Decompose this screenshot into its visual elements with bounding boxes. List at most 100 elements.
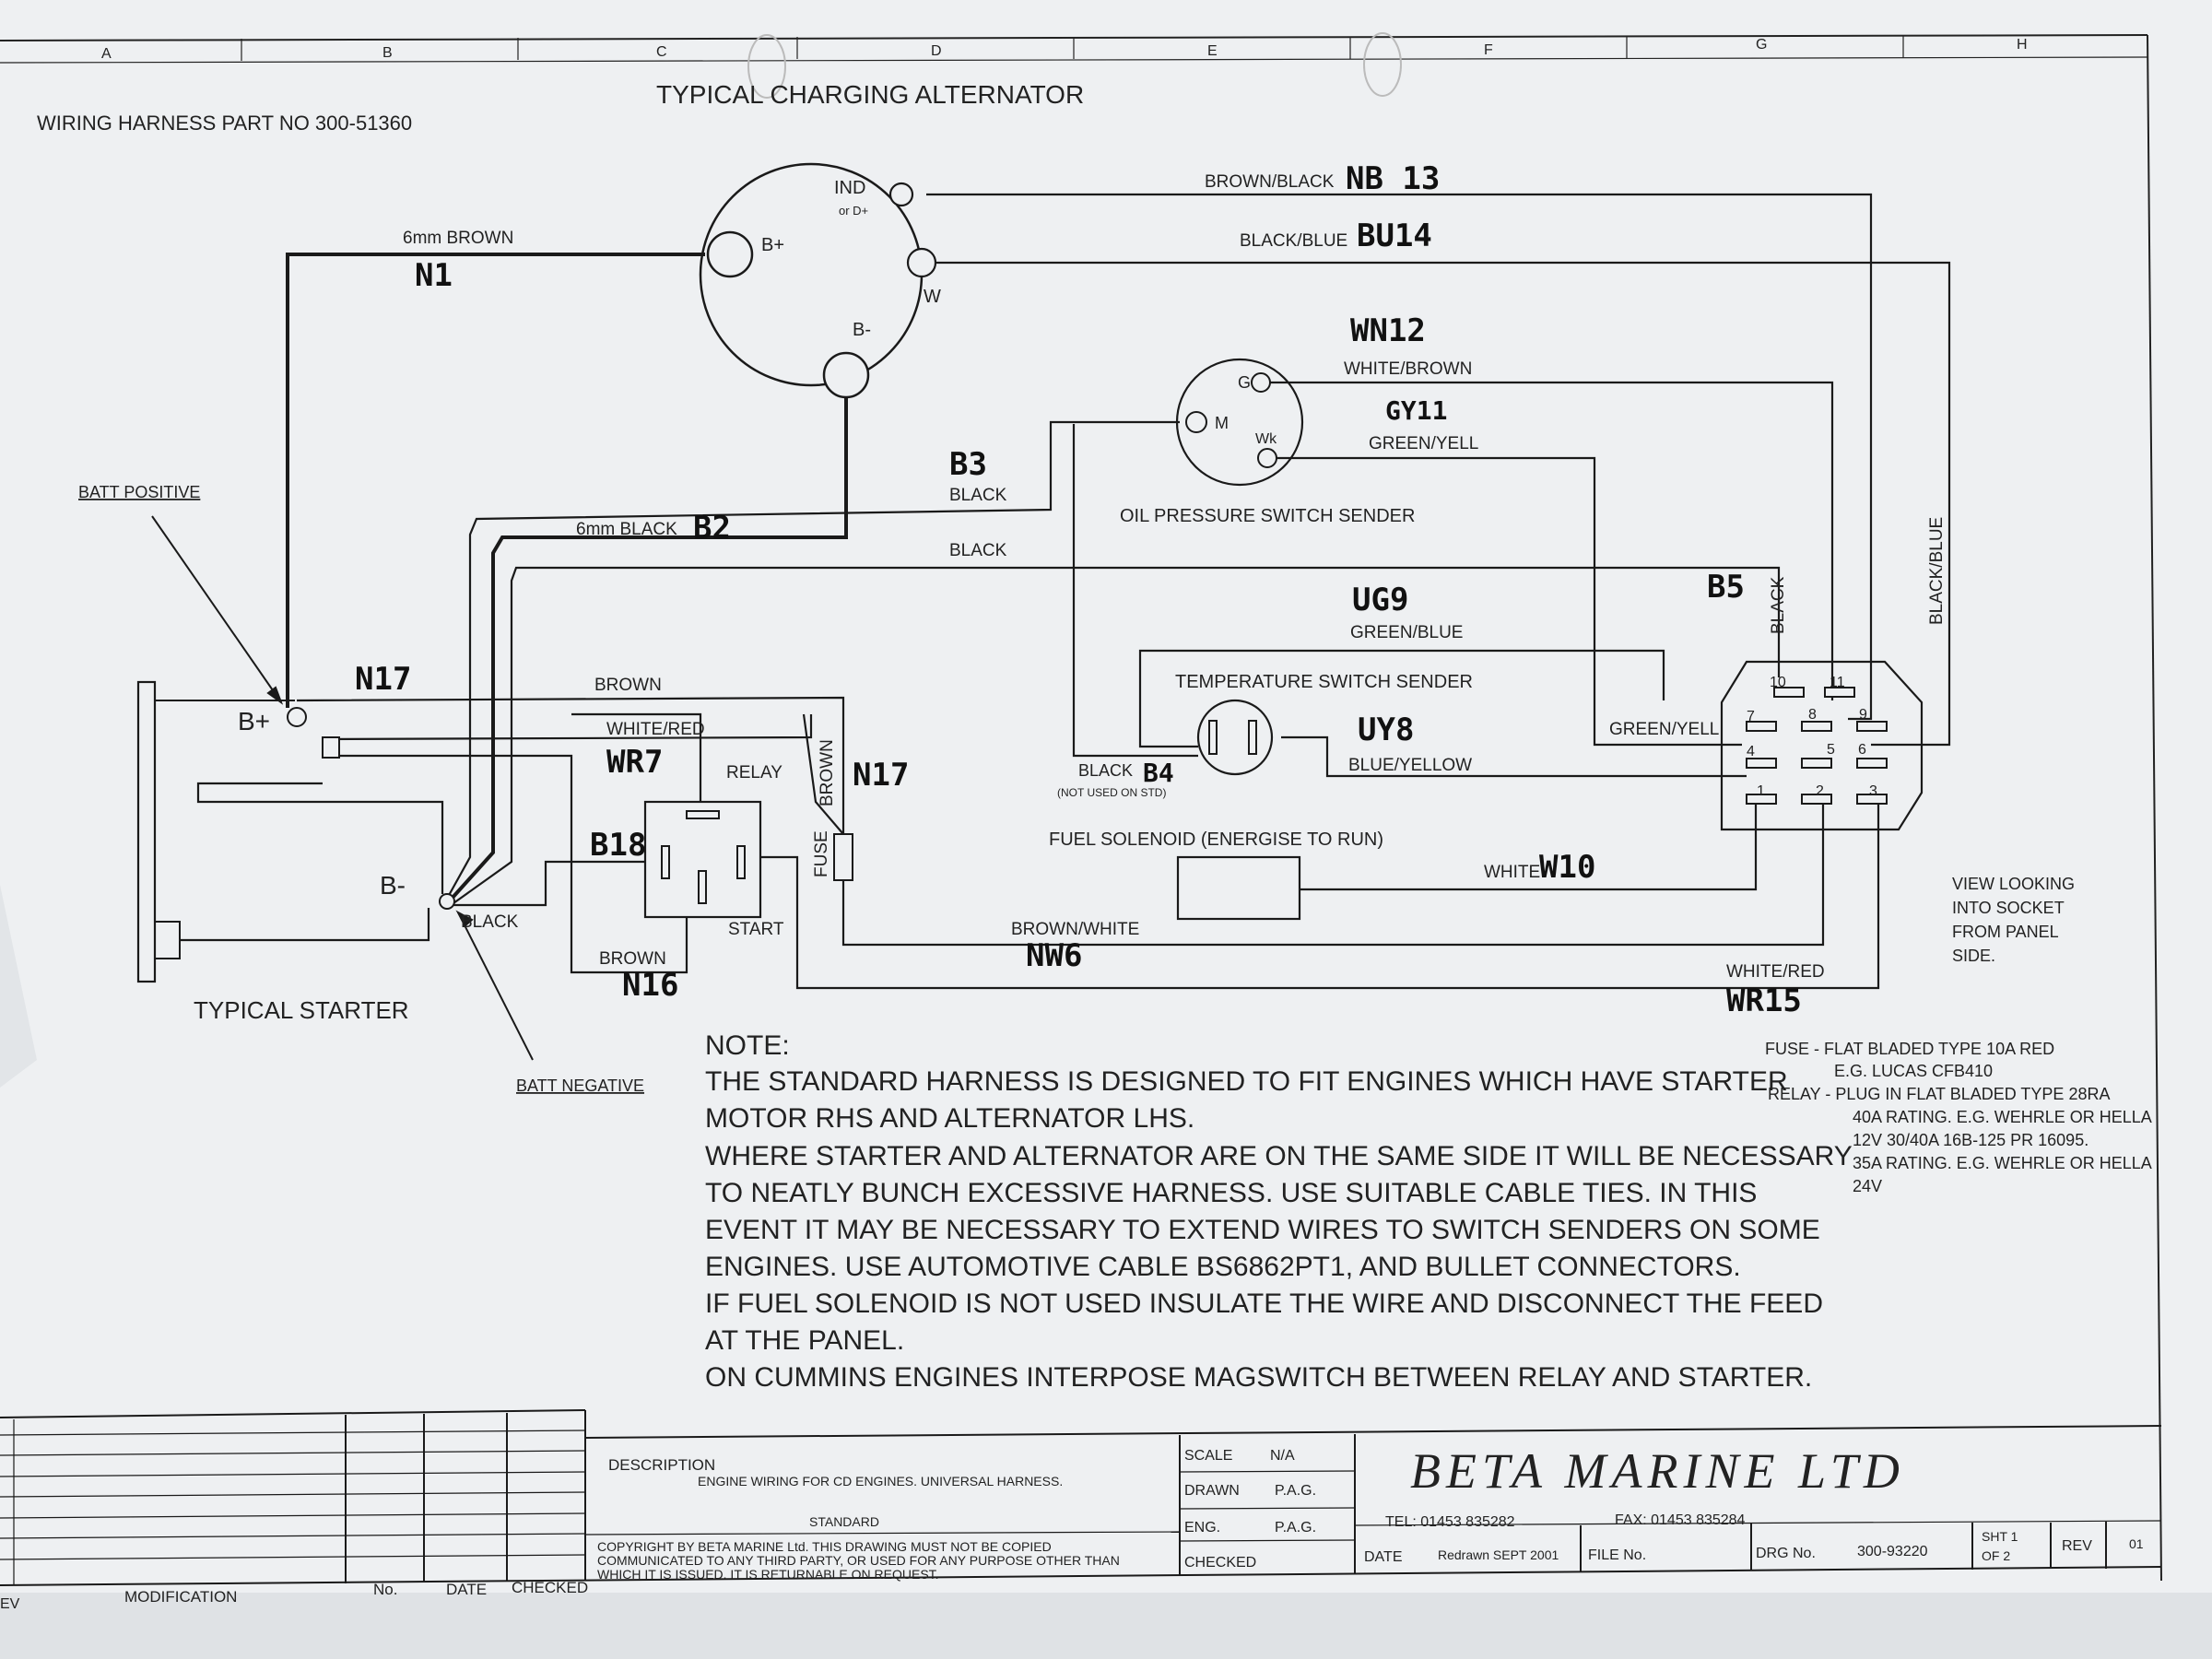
wire-starter-lead [196, 782, 444, 894]
socket-pin-5: 5 [1827, 742, 1835, 758]
wire-label-black-vert: BLACK [1769, 576, 1788, 634]
oil-g-label: G [1238, 373, 1251, 392]
hand-code-b3: B3 [949, 446, 987, 483]
tb-description: ENGINE WIRING FOR CD ENGINES. UNIVERSAL … [698, 1474, 1063, 1488]
bminus-label: B- [853, 320, 871, 340]
wire-white-red-wr15 [747, 802, 1880, 990]
wire-runs [180, 193, 1951, 990]
tb-date: DATE [446, 1581, 487, 1598]
temp-sender-body [1196, 699, 1274, 776]
wire-label-6mm-black: 6mm BLACK [576, 520, 677, 539]
wire-black-socket [453, 566, 1781, 904]
hand-code-wr15: WR15 [1726, 982, 1802, 1019]
wire-label-6mm-brown: 6mm BROWN [403, 229, 513, 248]
spec-relay-line: 35A RATING. E.G. WEHRLE OR HELLA [1853, 1154, 2152, 1172]
oil-g-terminal [1251, 372, 1271, 393]
oil-sender-body [1175, 358, 1304, 487]
wire-b18 [452, 860, 645, 907]
oil-wk-label: Wk [1255, 431, 1277, 447]
hand-code-nb13: NB 13 [1346, 160, 1440, 197]
wire-label-black-b4: BLACK [1078, 761, 1133, 780]
tb-rev-label: REV [2062, 1538, 2092, 1554]
wire-blue-yellow [1281, 735, 1747, 778]
tb-copyright: WHICH IT IS ISSUED. IT IS RETURNABLE ON … [597, 1567, 939, 1582]
wire-label-white-red-bottom: WHITE/RED [1726, 962, 1825, 982]
wire-label-not-used: (NOT USED ON STD) [1057, 786, 1166, 799]
wire-label-white-red: WHITE/RED [606, 720, 705, 739]
wire-brown-n17 [296, 696, 845, 839]
wire-labels: BROWN/BLACK BLACK/BLUE 6mm BROWN WHITE/B… [403, 172, 1947, 982]
spec-relay-line: 24V [1853, 1177, 1882, 1195]
note-line: ENGINES. USE AUTOMOTIVE CABLE BS6862PT1,… [705, 1252, 1741, 1282]
socket-body [1720, 660, 1924, 831]
zone-label: F [1484, 42, 1493, 58]
tb-fax: FAX: 01453 835284 [1615, 1512, 1746, 1528]
fuel-solenoid-body [1176, 855, 1301, 921]
tb-rev: 01 [2129, 1536, 2144, 1551]
zone-label: C [656, 44, 667, 60]
batt-positive-label: BATT POSITIVE [78, 483, 200, 501]
fuse [833, 833, 853, 881]
tb-copyright: COMMUNICATED TO ANY THIRD PARTY, OR USED… [597, 1553, 1120, 1568]
wire-label-white-brown: WHITE/BROWN [1344, 359, 1472, 379]
wire-label-brown-bottom: BROWN [599, 949, 666, 969]
starter-bminus-terminal [439, 893, 455, 910]
tb-file-label: FILE No. [1588, 1547, 1646, 1563]
bplus-label: B+ [761, 235, 784, 255]
hand-code-b4: B4 [1143, 758, 1174, 788]
wire-brown-fuse [802, 713, 844, 835]
spec-fuse: FUSE - FLAT BLADED TYPE 10A RED [1765, 1040, 2054, 1058]
wire-white-red-wr7-a [322, 714, 813, 741]
wire-label-black-blue: BLACK/BLUE [1240, 231, 1347, 251]
starter-label: TYPICAL STARTER [194, 996, 409, 1024]
tb-drg-label: DRG No. [1756, 1546, 1816, 1561]
tb-drawn-label: DRAWN [1184, 1483, 1240, 1499]
tb-checked-label: CHECKED [1184, 1555, 1256, 1571]
socket-pin-9: 9 [1859, 707, 1867, 723]
wire-label-fuse: FUSE [812, 830, 831, 877]
spec-relay-line: 40A RATING. E.G. WEHRLE OR HELLA [1853, 1108, 2152, 1126]
punch-hole [747, 34, 786, 99]
tb-tel: TEL: 01453 835282 [1385, 1514, 1515, 1530]
wire-green-yell [1267, 456, 1742, 747]
temp-terminal [1208, 720, 1218, 755]
tb-sheet: SHT 1 [1982, 1529, 2018, 1544]
hand-code-bu14: BU14 [1357, 218, 1432, 254]
wire-white-fuel [1300, 802, 1758, 891]
tb-drawn: P.A.G. [1275, 1483, 1316, 1499]
wire-label-brown-vert: BROWN [818, 739, 837, 806]
wire-label-relay: RELAY [726, 763, 782, 782]
wire-black-blue [935, 261, 1951, 747]
zone-labels: A B C D E F G H [101, 37, 2028, 62]
wire-brown-black [926, 193, 1873, 721]
relay-pin [686, 810, 720, 819]
wire-label-black-b3: BLACK [949, 486, 1007, 505]
relay-pin [698, 870, 707, 904]
wire-starter-return [180, 908, 430, 942]
starter: B+ B- TYPICAL STARTER [136, 680, 455, 1024]
tb-checked: CHECKED [512, 1579, 588, 1596]
title-block: EV MODIFICATION No. DATE CHECKED DESCRIP… [0, 1443, 2144, 1612]
socket-view-line: FROM PANEL [1952, 923, 2059, 941]
relay-pin [661, 845, 670, 879]
wire-label-white: WHITE [1484, 863, 1540, 882]
zone-label: D [931, 43, 942, 59]
part-number: WIRING HARNESS PART NO 300-51360 [37, 112, 412, 135]
hand-code-uy8: UY8 [1358, 712, 1414, 748]
hand-code-wr7: WR7 [606, 744, 663, 781]
starter-stud [322, 736, 340, 759]
diagram-title: TYPICAL CHARGING ALTERNATOR [656, 80, 1084, 109]
wire-green-blue [1138, 649, 1665, 748]
relay-pin [736, 845, 746, 879]
socket-view-line: VIEW LOOKING [1952, 875, 2075, 893]
drawing-border [0, 34, 2162, 1582]
tb-standard: STANDARD [809, 1514, 879, 1529]
hand-code-b2: B2 [693, 510, 731, 547]
wire-label-brown-black: BROWN/BLACK [1205, 172, 1335, 192]
tb-scale-label: SCALE [1184, 1448, 1232, 1464]
tb-ev: EV [0, 1596, 20, 1612]
wire-black-b3 [446, 420, 1180, 900]
spec-relay: RELAY - PLUG IN FLAT BLADED TYPE 28RA [1768, 1085, 2110, 1103]
wire-white-brown [1267, 381, 1834, 700]
